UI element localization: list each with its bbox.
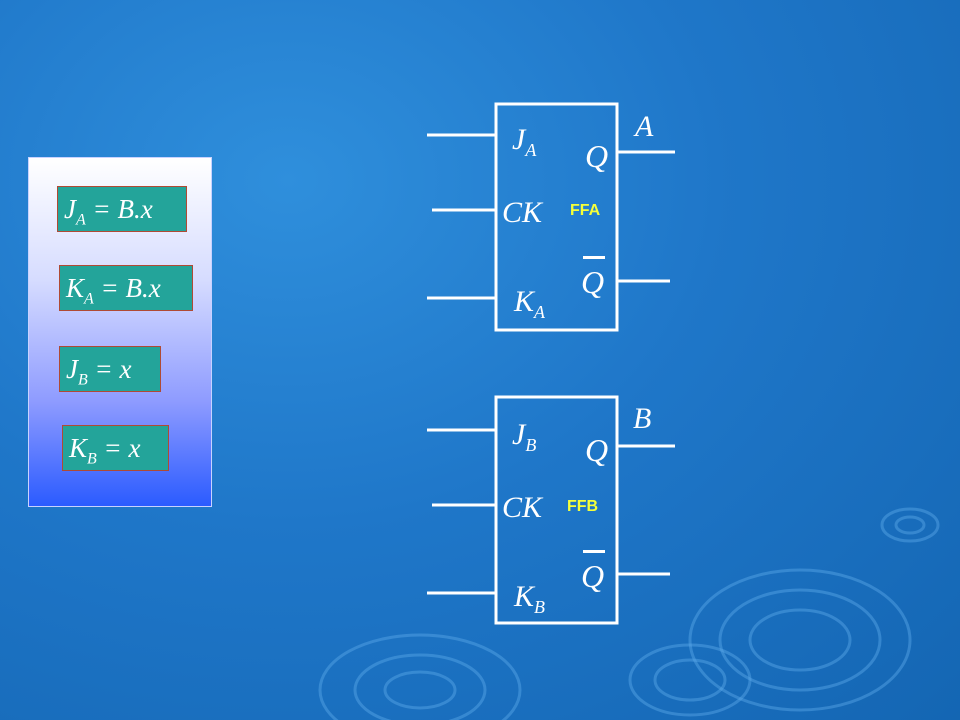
- ffa-output-label: A: [635, 110, 654, 143]
- ffb-qbar-overline: [583, 550, 605, 553]
- ffb-qbar-label: Q: [581, 558, 605, 594]
- ffb-ck-label: CK: [502, 491, 543, 524]
- ffb-box: [494, 395, 619, 625]
- ffa-ck-label: CK: [502, 196, 543, 229]
- ffa-k-label: KA: [514, 285, 546, 322]
- ffa-box: [494, 102, 619, 332]
- equation-jb: JB = x: [59, 346, 161, 392]
- equation-kb: KB = x: [62, 425, 169, 471]
- ffb-name: FFB: [567, 498, 599, 515]
- ffb-j-label: JB: [512, 418, 537, 455]
- ffa-qbar-overline: [583, 256, 605, 259]
- ffb-output-label: B: [633, 402, 652, 435]
- ffa-qbar-label: Q: [581, 264, 605, 300]
- ffb-q-label: Q: [585, 432, 609, 468]
- ffa-q-label: Q: [585, 138, 609, 174]
- equation-ja: JA = B.x: [57, 186, 187, 232]
- ffa-j-label: JA: [512, 123, 537, 160]
- ffa-name: FFA: [570, 202, 601, 219]
- ffb-k-label: KB: [514, 580, 546, 617]
- equation-ka: KA = B.x: [59, 265, 193, 311]
